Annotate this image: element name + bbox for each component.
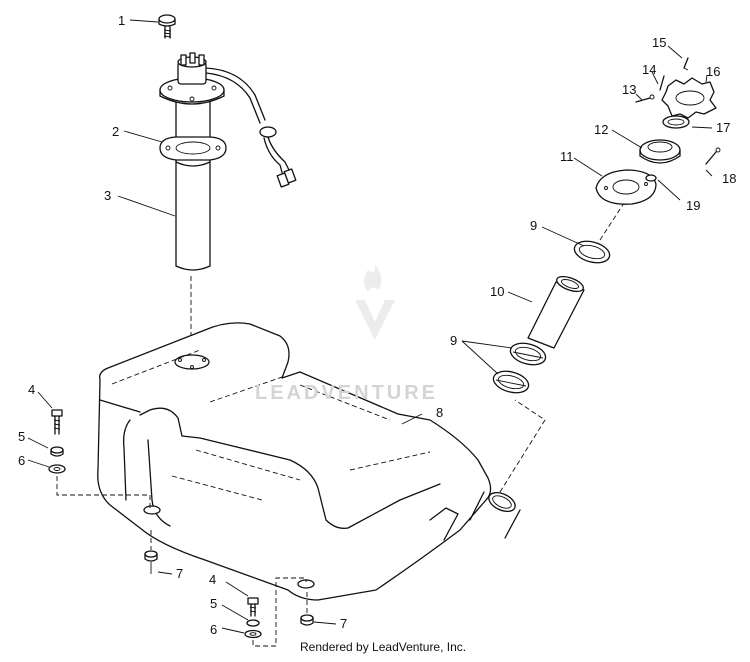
callout-9-lower: 9 xyxy=(450,333,458,348)
callout-3: 3 xyxy=(104,188,112,203)
fuel-sender-assembly xyxy=(158,14,297,355)
callout-14: 14 xyxy=(642,62,657,77)
callout-13: 13 xyxy=(622,82,637,97)
callout-12: 12 xyxy=(594,122,609,137)
clamp-part-9-middle xyxy=(509,342,547,366)
clamp-part-9-upper xyxy=(573,240,611,264)
footer-credit: Rendered by LeadVenture, Inc. xyxy=(300,640,467,654)
callout-10: 10 xyxy=(490,284,505,299)
callout-11: 11 xyxy=(560,149,574,164)
callout-6-left: 6 xyxy=(18,453,26,468)
watermark-text: LEADVENTURE xyxy=(255,382,439,404)
gasket-part-2 xyxy=(159,136,227,161)
clamp-part-9-lower xyxy=(492,370,530,394)
callout-17: 17 xyxy=(716,120,731,135)
watermark-logo xyxy=(355,264,395,340)
neck-part-12 xyxy=(639,139,681,164)
callout-9-upper: 9 xyxy=(530,218,538,233)
hose-part-10 xyxy=(527,275,585,349)
callout-19: 19 xyxy=(686,198,701,213)
callout-5-left: 5 xyxy=(18,429,26,444)
callout-7-left: 7 xyxy=(176,566,184,581)
callout-1: 1 xyxy=(118,13,126,28)
screw-part-1 xyxy=(158,14,176,39)
callout-16: 16 xyxy=(706,64,721,79)
callout-4-left: 4 xyxy=(28,382,36,397)
left-mount-hardware xyxy=(48,409,158,574)
callout-2: 2 xyxy=(112,124,120,139)
callout-6-right: 6 xyxy=(210,622,218,637)
cap-part-16 xyxy=(661,77,717,119)
callout-8: 8 xyxy=(436,405,444,420)
callout-4-right: 4 xyxy=(209,572,217,587)
flange-part-11 xyxy=(595,169,657,205)
fuel-tank-part-8 xyxy=(97,322,521,601)
leader-lines xyxy=(27,19,713,634)
filler-assembly xyxy=(492,57,721,493)
right-mount-hardware xyxy=(244,577,314,647)
callout-15: 15 xyxy=(652,35,667,50)
callout-5-right: 5 xyxy=(210,596,218,611)
callout-18: 18 xyxy=(722,171,737,186)
callout-7-right: 7 xyxy=(340,616,348,631)
